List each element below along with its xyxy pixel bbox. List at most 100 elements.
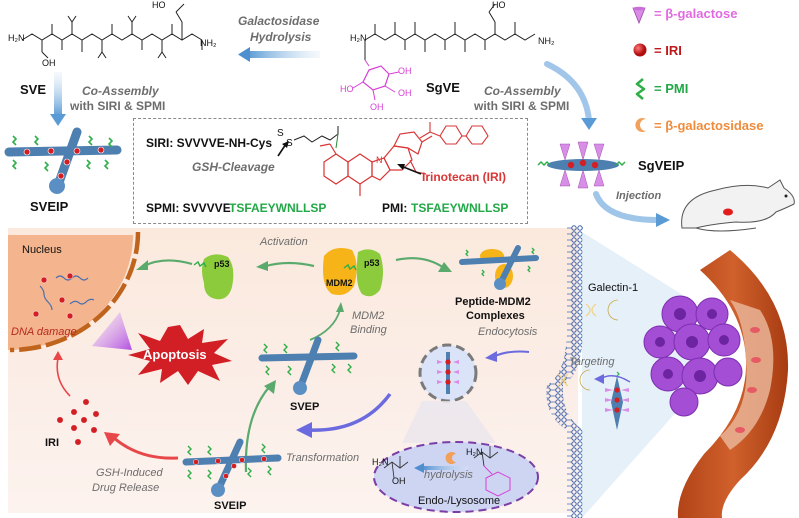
legend-iri-label: = IRI <box>654 43 682 58</box>
s-atom-1: S <box>277 128 284 139</box>
injection-arrow <box>593 191 670 227</box>
sgve-nh2: NH₂ <box>538 36 555 46</box>
sve-h2n: H₂N <box>8 33 25 43</box>
legend-galactosidase-label: = β-galactosidase <box>654 118 764 133</box>
sgveip-label: SgVEIP <box>638 158 685 173</box>
sgve-ho: HO <box>340 84 354 94</box>
iri-label: IRI <box>45 437 60 449</box>
gsh-cleavage-arrow <box>277 141 289 157</box>
activation-arrow <box>256 261 315 271</box>
apoptosis-trigger-arrow <box>92 312 132 350</box>
sve-oh: OH <box>42 58 56 68</box>
sgve-curved-arrow <box>544 61 597 130</box>
sveip-label-bottom: SVEIP <box>214 500 247 512</box>
nucleus-label: Nucleus <box>22 244 62 256</box>
galactosidase-crescent-icon <box>635 118 646 132</box>
piperidine-rings <box>419 122 489 145</box>
injection-label: Injection <box>616 190 662 202</box>
spmi-label-prefix: SPMI: SVVVVE <box>146 201 231 215</box>
p53-protein <box>193 254 234 300</box>
peptide-mdm2-line1: Peptide-MDM2 <box>455 296 531 308</box>
irinotecan-label: Irinotecan (IRI) <box>422 170 507 184</box>
hydrolysis-arrow <box>238 47 320 62</box>
dna-damage-graphic <box>32 272 95 320</box>
iri-released-cluster <box>56 398 100 446</box>
hydrolysis-lyso-label: hydrolysis <box>424 469 473 481</box>
spmi-label-suffix: TSFAEYWNLLSP <box>229 201 327 215</box>
siri-label: SIRI: SVVVVE-NH-Cys <box>146 136 273 150</box>
sgve-oh-1: OH <box>398 66 412 76</box>
svep-nanofiber <box>258 336 358 395</box>
targeting-arrow <box>594 374 631 384</box>
iri-to-nucleus-arrow <box>53 351 71 397</box>
endo-lysosome-label: Endo-/Lysosome <box>418 495 501 507</box>
svep-label: SVEP <box>290 401 320 413</box>
sgve-hooc: HO <box>492 0 506 10</box>
mdm2-binding-line2: Binding <box>350 324 387 336</box>
galectin-label: Galectin-1 <box>588 282 639 294</box>
legend-pmi-label: = PMI <box>654 81 689 96</box>
dna-damage-label: DNA damage <box>11 326 77 338</box>
hydrolysis-label-line2: Hydrolysis <box>250 30 312 44</box>
endosome-vesicle <box>418 343 478 403</box>
endo-lysosome-ellipse <box>373 441 539 513</box>
tumor-site <box>723 208 733 216</box>
sve-down-arrow <box>50 72 66 126</box>
gsh-cleavage-label: GSH-Cleavage <box>192 160 275 174</box>
sveip-nanofiber-top <box>4 127 122 194</box>
endocytosis-arrow <box>485 350 530 362</box>
drug-release-arrow <box>104 432 179 460</box>
sgve-h2n: H₂N <box>350 33 367 43</box>
sveip-nanofiber-bottom <box>182 438 282 497</box>
tumor-cells <box>643 295 743 417</box>
activation-label: Activation <box>260 236 308 248</box>
sve-label: SVE <box>20 82 47 97</box>
mdm2-binding-arrow <box>309 302 344 341</box>
sgveip-targeting <box>605 371 629 430</box>
sve-structure <box>21 3 203 59</box>
mdm2-label: MDM2 <box>326 278 353 288</box>
irinotecan-pointer-arrow <box>397 164 422 175</box>
fiber-end-ball <box>49 178 65 194</box>
mdm2-p53-complex <box>323 248 383 297</box>
targeting-label: Targeting <box>569 356 615 368</box>
apoptosis-label: Apoptosis <box>143 347 207 362</box>
sve-nh2: NH₂ <box>200 38 217 48</box>
sgve-oh-2: OH <box>398 88 412 98</box>
mdm2-binding-line1: MDM2 <box>352 310 385 322</box>
sgveip-nanostructure <box>537 141 626 189</box>
s-atom-2: S <box>286 138 293 149</box>
p53-label-free: p53 <box>214 259 230 269</box>
pmi-helix-icon <box>635 78 646 100</box>
coassembly-left-line1: Co-Assembly <box>82 84 159 98</box>
endocytosis-label: Endocytosis <box>478 326 538 338</box>
peptide-mdm2-complex-graphic <box>459 245 539 290</box>
p53-to-nucleus-arrow <box>136 259 193 270</box>
coassembly-right-line2: with SIRI & SPMI <box>474 99 570 113</box>
mouse-icon <box>681 179 795 232</box>
pmi-label-prefix: PMI: <box>382 201 408 215</box>
hydrolysis-label-line1: Galactosidase <box>238 14 320 28</box>
nuclear-envelope <box>9 231 141 353</box>
legend-galactose-label: = β-galactose <box>654 6 738 21</box>
blood-vessel <box>677 250 789 518</box>
coassembly-left-line2: with SIRI & SPMI <box>70 99 166 113</box>
p53-label-bound: p53 <box>364 258 380 268</box>
lyso-h2n-left: H₂N <box>372 457 389 467</box>
to-peptide-complex-arrow <box>395 257 452 272</box>
transformation-label: Transformation <box>286 452 360 464</box>
peptide-mdm2-line2: Complexes <box>466 310 525 322</box>
pmi-label-suffix: TSFAEYWNLLSP <box>411 201 509 215</box>
apoptosis-starburst <box>128 325 232 385</box>
structures-box <box>133 118 528 224</box>
transformation-arrow <box>296 392 392 438</box>
zoom-cone <box>402 401 496 443</box>
coassembly-right-line1: Co-Assembly <box>484 84 561 98</box>
n-atom-1: N <box>376 155 383 165</box>
galectin-receptor-icon <box>585 299 619 321</box>
sve-backbone <box>21 33 203 41</box>
sveip-label-top: SVEIP <box>30 199 69 214</box>
lyso-h2n-right: H₂N <box>466 447 483 457</box>
gsh-release-line2: Drug Release <box>92 482 160 494</box>
sgve-structure <box>352 3 536 101</box>
